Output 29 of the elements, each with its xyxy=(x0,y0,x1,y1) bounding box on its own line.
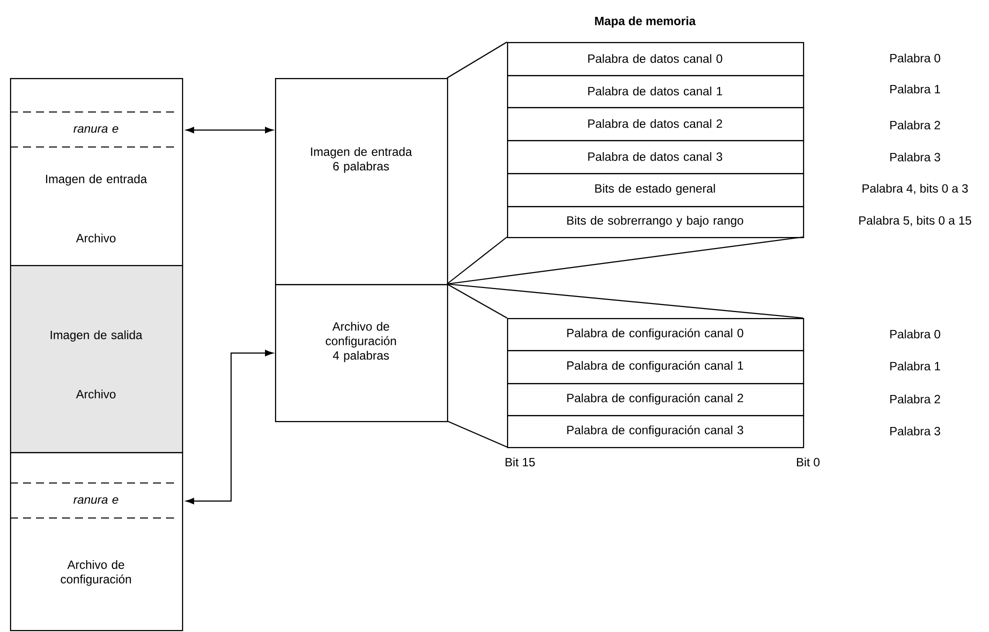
memory-row: Bits de sobrerrango y bajo rango xyxy=(507,206,804,238)
slot-band: ranura e xyxy=(10,482,178,519)
memory-row: Palabra de datos canal 1 xyxy=(507,75,804,108)
memory-row: Palabra de datos canal 3 xyxy=(507,140,804,174)
word-label: Palabra 4, bits 0 a 3 xyxy=(862,184,968,194)
word-label: Palabra 2 xyxy=(890,120,940,130)
word-label: Palabra 1 xyxy=(890,84,940,94)
bit-label: Bit 0 xyxy=(796,458,820,466)
memory-block: Imagen de salida Archivo xyxy=(10,265,184,454)
memory-row: Palabra de datos canal 0 xyxy=(507,42,804,76)
map-heading: Mapa de memoria xyxy=(595,16,696,28)
memory-block: Imagen de entrada 6 palabras xyxy=(275,78,448,286)
word-label: Palabra 0 xyxy=(890,54,940,62)
arrow xyxy=(186,126,274,134)
memory-row: Palabra de configuración canal 3 xyxy=(507,415,804,448)
word-label: Palabra 0 xyxy=(890,330,940,338)
memory-row: Palabra de datos canal 2 xyxy=(507,107,804,142)
memory-row: Palabra de configuración canal 1 xyxy=(507,350,804,384)
memory-block: Archivo de configuración 4 palabras xyxy=(275,284,448,422)
word-label: Palabra 3 xyxy=(890,426,940,436)
arrow xyxy=(186,350,274,504)
memory-row: Palabra de configuración canal 2 xyxy=(507,383,804,416)
word-label: Palabra 2 xyxy=(890,394,940,404)
word-label: Palabra 1 xyxy=(890,362,940,370)
memory-row: Bits de estado general xyxy=(507,173,804,208)
slot-band: ranura e xyxy=(10,111,178,148)
word-label: Palabra 5, bits 0 a 15 xyxy=(859,216,972,226)
word-label: Palabra 3 xyxy=(890,152,940,162)
memory-row: Palabra de configuración canal 0 xyxy=(507,318,804,352)
